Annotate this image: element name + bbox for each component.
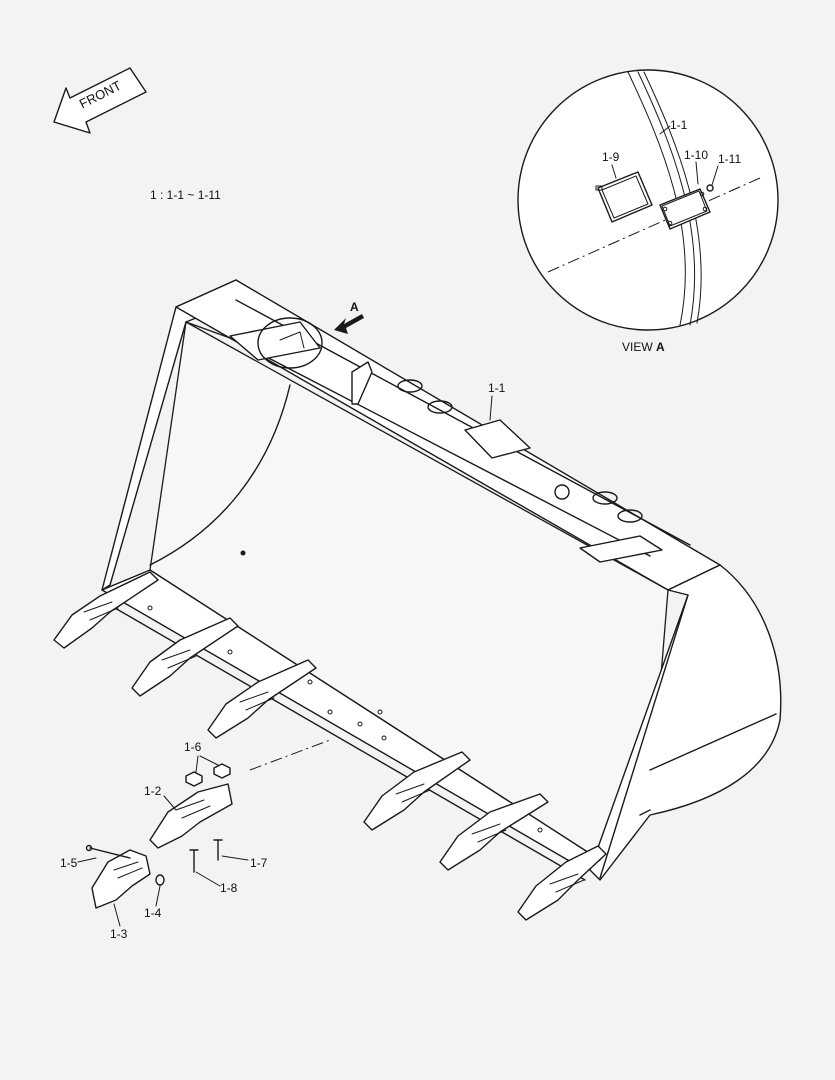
bucket-teeth xyxy=(53,571,607,921)
tooth-label-1-5: 1-5 xyxy=(60,856,78,870)
view-caption-letter: A xyxy=(656,340,665,354)
detail-label-1-11: 1-11 xyxy=(718,152,742,166)
plate-1-10 xyxy=(659,188,711,230)
detail-view-circle xyxy=(517,69,779,331)
tooth-label-1-3: 1-3 xyxy=(110,927,128,941)
bucket-label-1-1: 1-1 xyxy=(488,381,506,395)
detail-label-1-1: 1-1 xyxy=(670,118,688,132)
exploded-tooth xyxy=(77,739,331,927)
tooth-label-1-4: 1-4 xyxy=(144,906,162,920)
detail-label-1-9: 1-9 xyxy=(602,150,620,164)
detail-label-1-10: 1-10 xyxy=(684,148,709,162)
plate-1-9 xyxy=(595,171,653,223)
view-caption: VIEW A xyxy=(622,340,665,354)
tooth-label-1-6: 1-6 xyxy=(184,740,202,754)
view-marker-letter: A xyxy=(350,300,359,314)
view-caption-prefix: VIEW xyxy=(622,340,657,354)
tooth-label-1-2: 1-2 xyxy=(144,784,162,798)
bucket-body xyxy=(101,279,782,881)
legend-text: 1 : 1-1 ~ 1-11 xyxy=(150,188,221,202)
front-arrow-icon xyxy=(53,67,147,134)
screw-1-11 xyxy=(706,184,714,192)
tooth-label-1-7: 1-7 xyxy=(250,856,268,870)
tooth-label-1-8: 1-8 xyxy=(220,881,238,895)
view-arrow-icon xyxy=(334,314,364,334)
